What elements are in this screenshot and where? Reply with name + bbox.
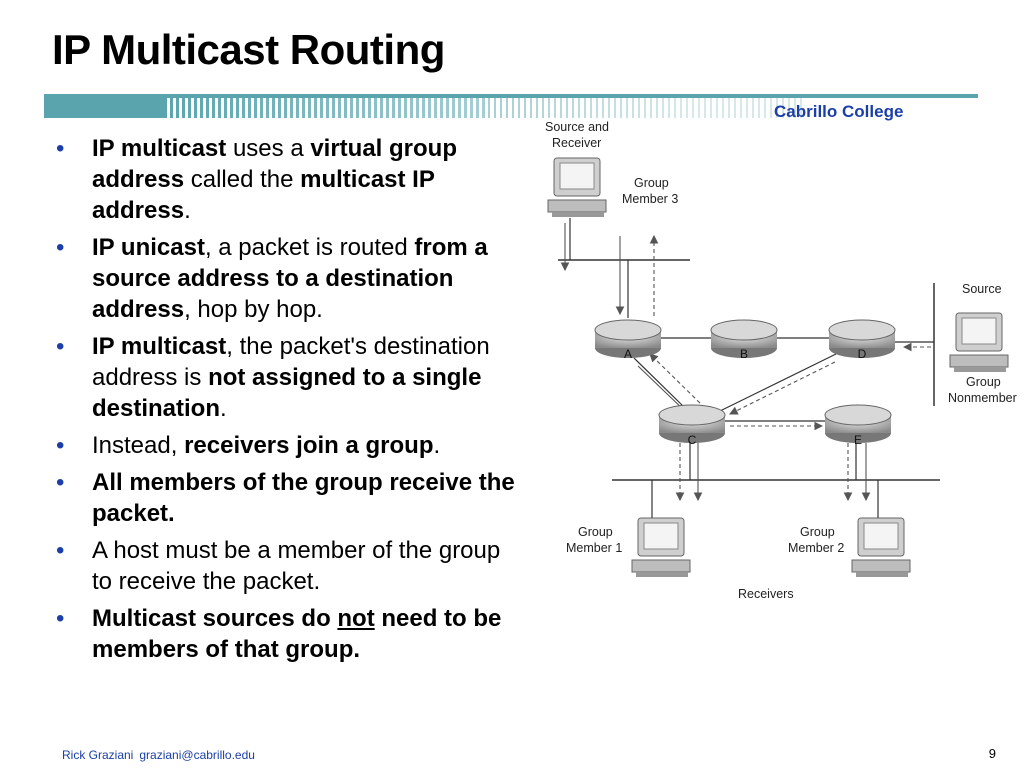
router-label-d: D xyxy=(858,347,867,361)
slide-title: IP Multicast Routing xyxy=(52,26,445,73)
brand-name: Cabrillo College xyxy=(774,102,904,121)
bullet-text: not xyxy=(337,605,375,632)
bullet-item: • IP multicast uses a virtual group addre… xyxy=(56,133,516,226)
bullet-text: . xyxy=(184,197,191,224)
computer-icon xyxy=(631,517,691,577)
footer-credit: Rick Graziani graziani@cabrillo.edu xyxy=(62,748,261,762)
bullet-text: A host must be a member of the group to … xyxy=(92,537,501,595)
bullet-text: multicast IP address xyxy=(92,166,435,224)
footer-author: Rick Graziani xyxy=(62,748,134,762)
router-a: A xyxy=(594,319,662,361)
router-d: D xyxy=(828,319,896,361)
label-group-member-2: Group Member 2 xyxy=(788,525,844,555)
router-e: E xyxy=(824,404,892,447)
bullet-text: All members of the group receive the pac… xyxy=(92,469,515,527)
bullet-dot-icon: • xyxy=(56,432,65,459)
bullet-dot-icon: • xyxy=(56,469,65,496)
bullet-dot-icon: • xyxy=(56,333,65,360)
bullet-list: • IP multicast uses a virtual group addre… xyxy=(56,133,516,671)
title-banner xyxy=(44,94,978,118)
bullet-dot-icon: • xyxy=(56,234,65,261)
bullet-item: • All members of the group receive the pa… xyxy=(56,467,516,529)
bullet-text: need to be members of that group. xyxy=(92,605,502,663)
label-group-member-1: Group Member 1 xyxy=(566,525,622,555)
bullet-text: , hop by hop. xyxy=(184,296,323,323)
router-b: B xyxy=(710,319,778,361)
bullet-dot-icon: • xyxy=(56,537,65,564)
router-label-a: A xyxy=(624,347,632,361)
bullet-text: Instead, xyxy=(92,432,185,459)
footer-email[interactable]: graziani@cabrillo.edu xyxy=(139,748,255,762)
multicast-network-diagram: A B D C E xyxy=(545,120,1017,601)
label-source: Source xyxy=(962,282,1002,296)
router-label-e: E xyxy=(854,433,862,447)
bullet-item: • Multicast sources do not need to be mem… xyxy=(56,603,516,665)
bullet-text: uses a xyxy=(226,135,311,162)
label-receivers: Receivers xyxy=(738,587,794,601)
bullet-text: receivers join a group xyxy=(184,432,434,459)
bullet-item: • IP unicast, a packet is routed from a s… xyxy=(56,232,516,325)
bullet-dot-icon: • xyxy=(56,605,65,632)
label-group-member-3: Group Member 3 xyxy=(622,176,678,206)
lan-segments xyxy=(558,259,940,481)
router-c: C xyxy=(658,404,726,447)
bullet-text: , a packet is routed xyxy=(204,234,415,261)
bullet-text: from a source address to a destination a… xyxy=(92,234,488,323)
label-group-nonmember: Group Nonmember xyxy=(948,375,1017,405)
page-number: 9 xyxy=(988,746,996,761)
bullet-text: IP unicast xyxy=(92,234,205,261)
label-source-receiver: Source and Receiver xyxy=(545,120,612,150)
router-label-b: B xyxy=(740,347,748,361)
bullet-text: IP multicast xyxy=(92,333,227,360)
bullet-text: IP multicast xyxy=(92,135,227,162)
bullet-text: . xyxy=(220,395,227,422)
bullet-text: . xyxy=(433,432,441,459)
bullet-dot-icon: • xyxy=(56,135,65,162)
bullet-text: virtual group address xyxy=(92,135,457,193)
bullet-text: Multicast sources do xyxy=(92,605,338,632)
multicast-flow-arrows xyxy=(560,223,931,502)
computer-icon xyxy=(547,157,607,217)
bullet-text: not assigned to a single destination xyxy=(92,364,482,422)
router-links xyxy=(569,218,934,518)
bullet-item: • A host must be a member of the group to… xyxy=(56,535,516,597)
bullet-item: • Instead, receivers join a group. xyxy=(56,430,516,461)
bullet-text: , the packet's destination address is xyxy=(92,333,490,391)
bullet-item: • IP multicast, the packet's destination … xyxy=(56,331,516,424)
computer-icon xyxy=(949,312,1009,372)
computer-icon xyxy=(851,517,911,577)
bullet-text: called the xyxy=(184,166,301,193)
router-label-c: C xyxy=(688,433,697,447)
